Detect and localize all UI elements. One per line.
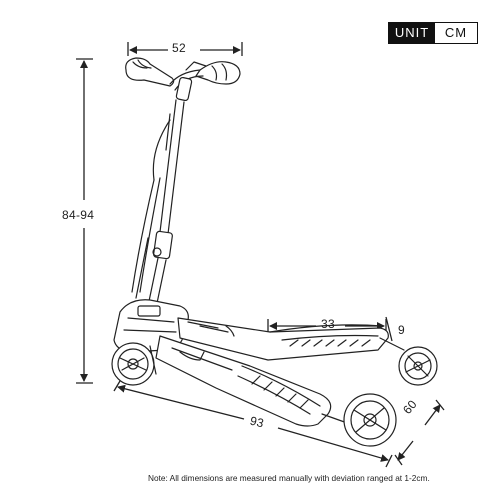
deck-width-label: 9 [398,323,405,337]
dimension-lines [76,42,445,468]
measurement-note: Note: All dimensions are measured manual… [148,473,430,483]
deck-length-label: 33 [321,317,335,331]
height-label: 84-94 [62,208,95,222]
unit-box: UNIT CM [388,22,478,44]
steering-column [131,99,185,309]
dimension-arrow-icon [117,384,245,420]
unit-label: UNIT [389,23,435,43]
handlebar [125,57,241,102]
lower-deck [155,335,397,447]
dimension-arrow-icon [397,440,414,461]
scooter-illustration [111,57,438,447]
upper-deck [177,317,438,386]
handlebar-width-label: 52 [172,41,186,55]
unit-value: CM [444,25,468,40]
